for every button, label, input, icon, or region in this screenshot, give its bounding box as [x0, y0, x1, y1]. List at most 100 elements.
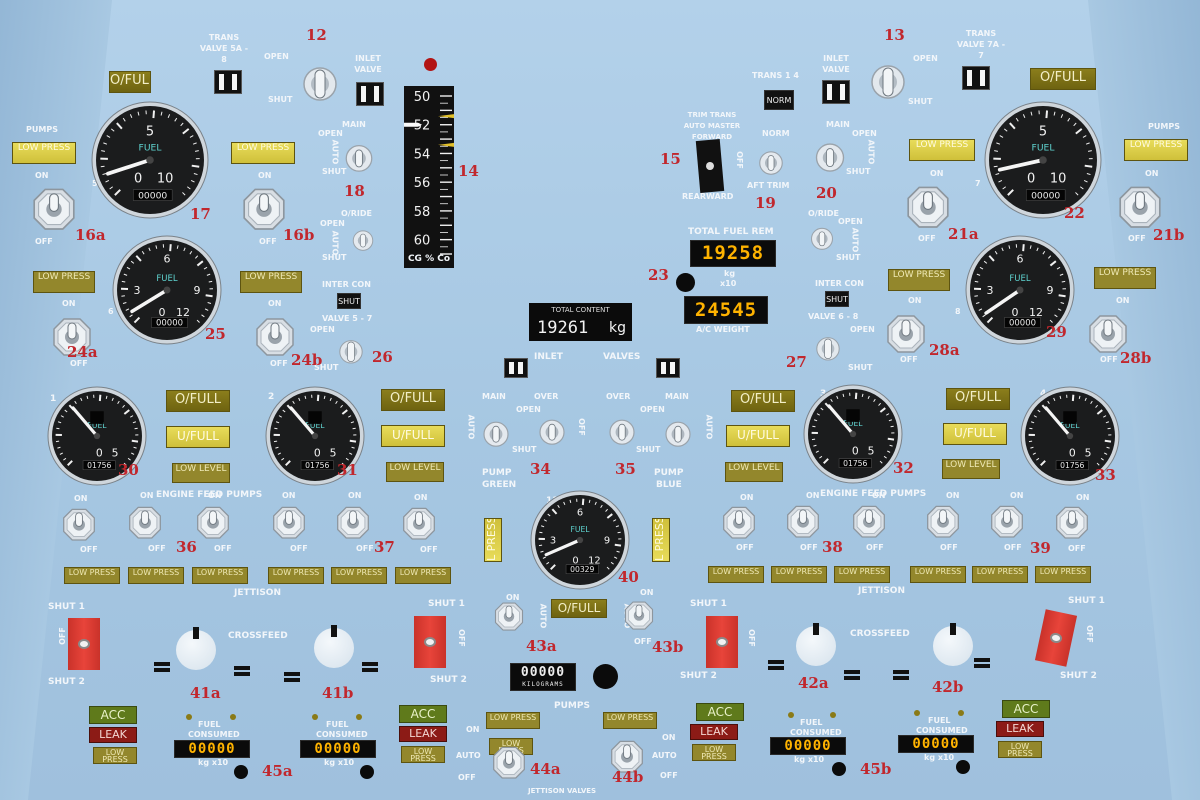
trans-valve-switch-13[interactable] — [868, 58, 908, 106]
aft-trim-switch-19[interactable] — [756, 145, 786, 181]
gauge-30-tank-label: 1 — [50, 394, 57, 404]
engine-feed-switch-38b[interactable] — [786, 503, 820, 544]
switch-36a-on-label: ON — [74, 494, 88, 503]
callout-13: 13 — [884, 26, 905, 44]
total-content-display: TOTAL CONTENT 19261 kg — [529, 303, 632, 341]
flow-bar-right-3 — [893, 670, 913, 680]
fuel-consumed-1-reset-button[interactable] — [234, 765, 248, 779]
crossfeed-shutter-left[interactable] — [68, 618, 100, 670]
fuel-consumed-2-display: 00000 — [300, 740, 376, 758]
callout-43b: 43b — [652, 638, 684, 656]
jettison-test-button[interactable] — [593, 664, 618, 689]
shutter-left-eye — [78, 639, 90, 649]
inlet-main-switch-20[interactable] — [812, 136, 848, 179]
toggle-switch-graphic — [787, 505, 819, 538]
fuel-consumed-4-reset-button[interactable] — [956, 760, 970, 774]
toggle-switch-graphic — [539, 419, 565, 445]
total-content-unit: kg — [609, 320, 626, 336]
low-press-annunciator-24a: LOW PRESS — [33, 271, 95, 293]
pump-switch-16a[interactable] — [32, 185, 76, 238]
inter-con-switch-27[interactable] — [814, 332, 842, 366]
shutter-center-left-off-label: OFF — [456, 629, 466, 647]
pump-blue-main-switch[interactable] — [662, 415, 694, 453]
switch-39c-off-label: OFF — [1068, 544, 1086, 553]
pump-switch-21a[interactable] — [906, 183, 950, 236]
o-ride-switch-left[interactable] — [350, 225, 376, 256]
engine-feed-switch-38a[interactable] — [722, 504, 756, 545]
gauge-counter: 00000 — [1009, 319, 1036, 329]
crossfeed-valve-42a[interactable] — [796, 623, 836, 666]
jettison-pump-switch-44b[interactable] — [610, 738, 644, 779]
engine-feed-switch-36b[interactable] — [128, 504, 162, 545]
trim-trans-selector-knob — [705, 161, 715, 171]
engine-feed-switch-37c[interactable] — [402, 505, 436, 546]
pump-blue-override-switch[interactable] — [606, 413, 638, 451]
fuel-consumed-4-display: 00000 — [898, 735, 974, 753]
ofull-annunciator-center: O/FULL — [551, 599, 607, 618]
callout-24a: 24a — [67, 343, 98, 361]
shutter-center-right-off-label: OFF — [746, 629, 756, 647]
engine-feed-switch-37b[interactable] — [336, 504, 370, 545]
switch-35a-over-label: OVER — [606, 392, 631, 401]
fuel-consumed-4-label-a: FUEL — [928, 716, 951, 725]
cg-scale-tick: 54 — [414, 147, 431, 162]
switch-18-open-label: OPEN — [318, 129, 343, 138]
engine-feed-switch-39c[interactable] — [1055, 504, 1089, 545]
fuel-consumed-3-unit: kg x10 — [794, 755, 825, 764]
pump-switch-28b[interactable] — [1088, 312, 1128, 360]
ofull-annunciator-tank2: O/FULL — [381, 389, 445, 411]
crossfeed-valve-41a[interactable] — [176, 627, 216, 670]
engine-feed-switch-39b[interactable] — [990, 503, 1024, 544]
pump-switch-21b[interactable] — [1118, 183, 1162, 236]
pump-switch-28a[interactable] — [886, 312, 926, 360]
callout-44b: 44b — [612, 768, 644, 786]
inter-con-switch-26[interactable] — [337, 335, 365, 369]
jettison-left-label: JETTISON — [234, 588, 281, 598]
inlet-main-switch-18[interactable] — [342, 138, 376, 179]
fuel-consumed-3-reset-button[interactable] — [832, 762, 846, 776]
pump-blue-label-b: BLUE — [656, 480, 682, 490]
shutter-right-off-label: OFF — [1084, 625, 1094, 643]
pump-green-override-switch[interactable] — [536, 413, 568, 451]
callout-27: 27 — [786, 353, 807, 371]
trim-trans-selector-15[interactable] — [695, 139, 725, 193]
pump-switch-16b[interactable] — [242, 185, 286, 238]
crossfeed-shutter-center-right[interactable] — [706, 616, 738, 668]
jettison-pump-switch-44a[interactable] — [492, 744, 526, 785]
engine-feed-switch-36c[interactable] — [196, 504, 230, 545]
gauge-tick-left: 0 — [134, 172, 142, 187]
pump-switch-24a[interactable] — [52, 315, 92, 363]
fuel-consumed-3-light-a — [788, 712, 794, 718]
fuel-test-button-23[interactable] — [676, 273, 695, 292]
fuel-consumed-2-reset-button[interactable] — [360, 765, 374, 779]
toggle-switch-graphic — [810, 227, 834, 250]
pump-switch-43a[interactable] — [494, 600, 524, 636]
engine-feed-switch-39a[interactable] — [926, 503, 960, 544]
callout-23: 23 — [648, 266, 669, 284]
pump-green-main-switch[interactable] — [480, 415, 512, 453]
trans-valve-switch-12[interactable] — [300, 60, 340, 108]
o-ride-switch-right[interactable] — [808, 222, 836, 256]
pump-switch-43b[interactable] — [624, 599, 654, 635]
engine-feed-switch-36a[interactable] — [62, 506, 96, 547]
crossfeed-shutter-right[interactable] — [1034, 609, 1078, 667]
forward-text: FORWARD — [691, 133, 733, 141]
switch-38c-off-label: OFF — [866, 543, 884, 552]
shutter-center-right-eye — [716, 637, 728, 647]
callout-41b: 41b — [322, 684, 354, 702]
gauge-tick-top: 5 — [1039, 125, 1047, 140]
crossfeed-valve-42b[interactable] — [933, 623, 973, 666]
low-press-annunciator-feed-7: LOW PRESS — [708, 566, 764, 583]
switch-35-auto-label: AUTO — [704, 414, 714, 440]
engine-feed-switch-38c[interactable] — [852, 503, 886, 544]
crossfeed-valve-41b[interactable] — [314, 625, 354, 668]
callout-30: 30 — [118, 461, 139, 479]
pump-switch-24b[interactable] — [255, 315, 295, 363]
switch-12-open-label: OPEN — [264, 52, 289, 61]
acc-annunciator-2: ACC — [399, 705, 447, 723]
toggle-switch-graphic — [759, 151, 783, 175]
engine-feed-switch-37a[interactable] — [272, 504, 306, 545]
crossfeed-shutter-center-left[interactable] — [414, 616, 446, 668]
gauge-counter: 01756 — [305, 461, 329, 470]
inlet-valves-right-indicator — [656, 358, 680, 378]
